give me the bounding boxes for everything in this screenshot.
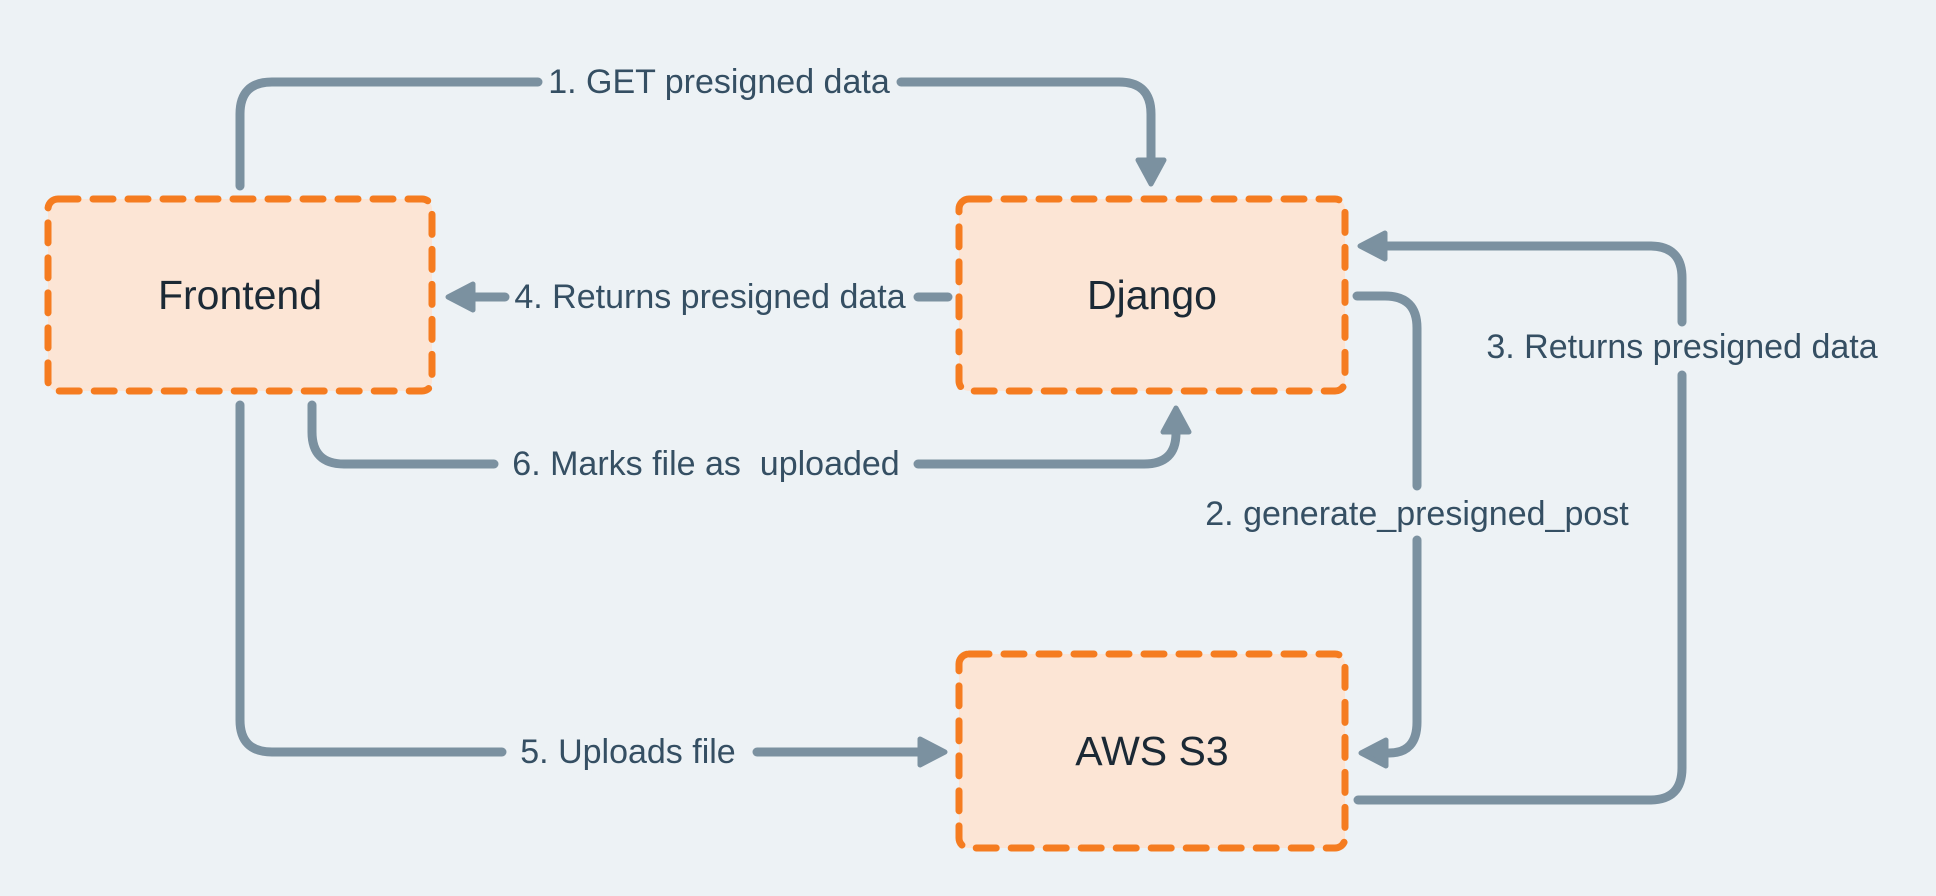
edge-label: 3. Returns presigned data (1486, 328, 1877, 366)
frontend-box (44, 195, 436, 395)
arrowhead-left-icon (445, 281, 476, 313)
arrowhead-left-icon (1358, 737, 1389, 769)
node-aws-s3: AWS S3 (955, 650, 1349, 852)
arrowhead-up-icon (1160, 405, 1192, 435)
edge-step-4: 4. Returns presigned data (445, 274, 953, 320)
edge-line (913, 428, 1181, 469)
edge-label: 5. Uploads file (520, 733, 735, 771)
django-label: Django (1087, 272, 1217, 318)
edge-line (1384, 535, 1422, 758)
edge-line (1352, 291, 1422, 491)
arrowhead-down-icon (1135, 157, 1167, 187)
edge-line (307, 400, 499, 469)
edge-label: 1. GET presigned data (548, 63, 890, 101)
arrowhead-left-icon (1357, 230, 1388, 262)
aws-s3-label: AWS S3 (1075, 728, 1228, 774)
node-frontend: Frontend (44, 195, 436, 395)
django-box (955, 195, 1349, 395)
edge-line (235, 77, 543, 191)
edge-line (1381, 241, 1687, 327)
edge-label: 6. Marks file as uploaded (512, 445, 899, 483)
edge-step-1: 1. GET presigned data (235, 59, 1167, 191)
edge-step-5: 5. Uploads file (235, 400, 948, 775)
edge-step-2: 2. generate_presigned_post (1201, 291, 1633, 769)
edge-step-3: 3. Returns presigned data (1353, 230, 1882, 805)
edge-label: 2. generate_presigned_post (1205, 495, 1629, 533)
edge-label: 4. Returns presigned data (514, 278, 905, 316)
aws-s3-box (955, 650, 1349, 852)
edge-line (1353, 370, 1687, 805)
frontend-label: Frontend (158, 272, 322, 318)
edge-line (235, 400, 507, 757)
arrowhead-right-icon (917, 736, 948, 768)
edge-line (896, 77, 1156, 164)
node-django: Django (955, 195, 1349, 395)
edge-step-6: 6. Marks file as uploaded (307, 400, 1192, 487)
